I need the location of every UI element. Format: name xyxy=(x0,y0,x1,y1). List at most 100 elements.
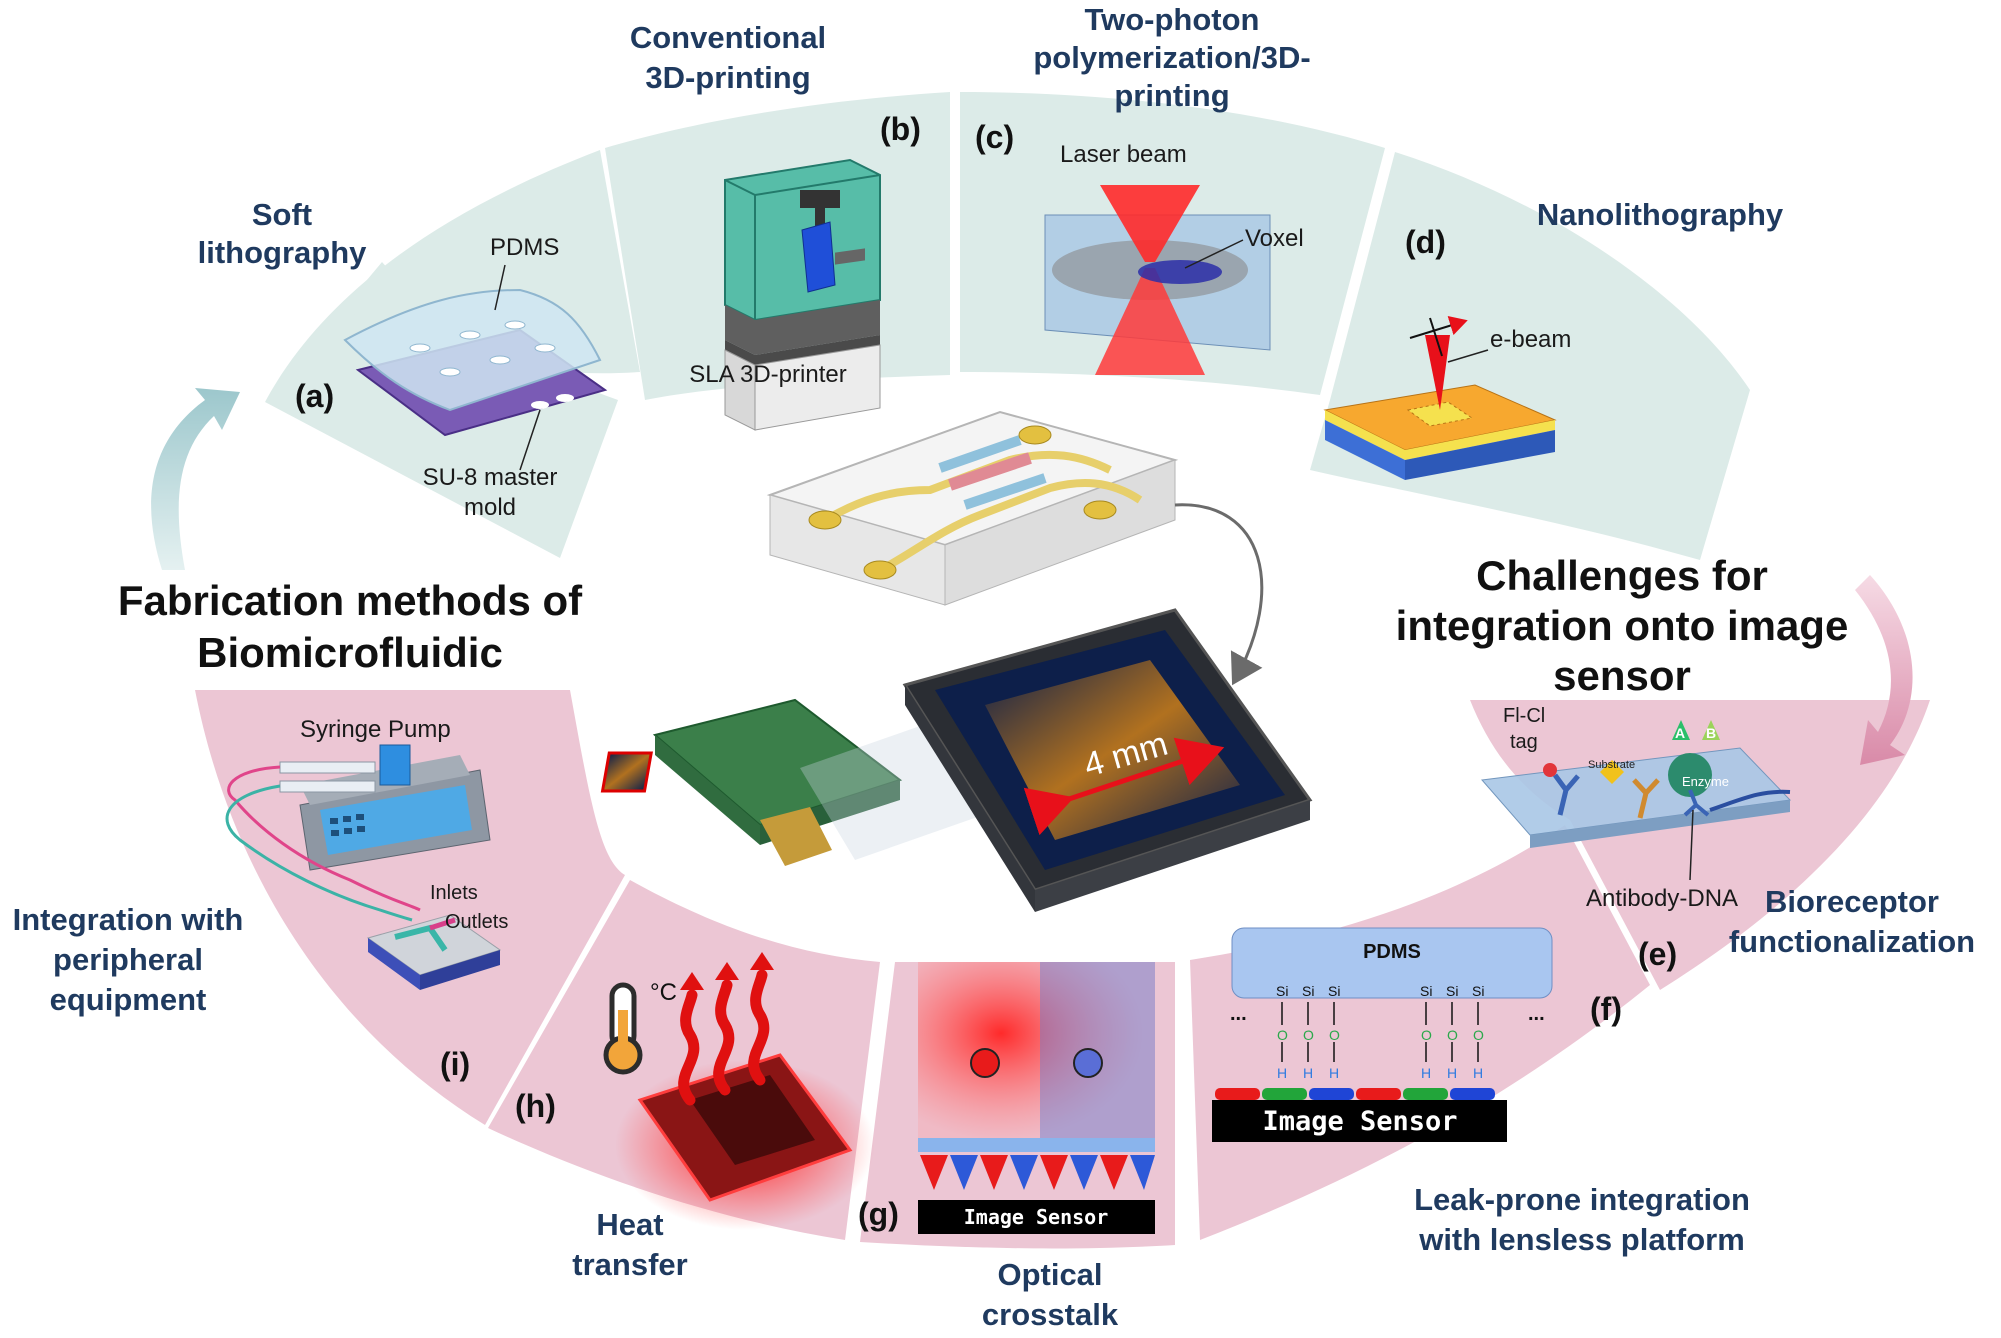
heat-wave-icons xyxy=(678,969,770,1106)
challenge-curve-arrow xyxy=(1855,575,1913,765)
title-line: printing xyxy=(1114,78,1229,113)
image-sensor-bar xyxy=(918,1200,1155,1234)
si-label: Si xyxy=(1328,983,1340,999)
title-line: Soft xyxy=(252,197,312,232)
challenges-title: sensor xyxy=(1553,652,1691,699)
panel-heat-transfer: Heat transfer (h) °C xyxy=(515,952,875,1282)
title-line: Heat xyxy=(596,1207,663,1242)
title-line: with lensless platform xyxy=(1418,1222,1745,1257)
band-segment-f xyxy=(1190,825,1650,1240)
title-line: equipment xyxy=(50,982,207,1017)
ebeam-label: e-beam xyxy=(1490,326,1571,353)
mold-label: SU-8 master xyxy=(423,464,558,491)
panel-letter-f: (f) xyxy=(1590,991,1622,1027)
o-label: O xyxy=(1303,1027,1314,1043)
title-line: Leak-prone integration xyxy=(1414,1182,1750,1217)
image-sensor-label: Image Sensor xyxy=(1262,1106,1457,1137)
sla-printer-illustration xyxy=(724,158,881,431)
panel-letter-h: (h) xyxy=(515,1088,556,1124)
o-label: O xyxy=(1447,1027,1458,1043)
panel-letter-b: (b) xyxy=(880,111,921,147)
o-label: O xyxy=(1329,1027,1340,1043)
si-label: Si xyxy=(1446,983,1458,999)
microfluidic-device xyxy=(366,914,502,990)
outlets-label: Outlets xyxy=(445,911,508,933)
dots: ... xyxy=(1528,1003,1545,1025)
si-label: Si xyxy=(1276,983,1288,999)
panel-bioreceptor: Bioreceptor functionalization (e) Fl-Cl … xyxy=(1481,705,1975,972)
siloxane-bonds: ... ... Si Si Si Si Si Si O O O O O O xyxy=(1230,983,1545,1081)
h-label: H xyxy=(1277,1065,1287,1081)
title-line: polymerization/3D- xyxy=(1033,40,1310,75)
micro-lens-row xyxy=(918,1138,1155,1190)
heated-chip xyxy=(637,1053,853,1202)
panel-peripheral-integration: Integration with peripheral equipment (i… xyxy=(13,716,509,1082)
b-label: B xyxy=(1706,725,1716,741)
fabrication-curve-arrow xyxy=(151,388,240,570)
substrate-label: Substrate xyxy=(1588,759,1635,771)
two-photon-illustration xyxy=(1044,185,1271,375)
si-label: Si xyxy=(1472,983,1484,999)
syringe-pump-illustration xyxy=(225,744,491,922)
dots: ... xyxy=(1230,1003,1247,1025)
image-sensor-bar xyxy=(1212,1100,1507,1142)
title-line: 3D-printing xyxy=(645,60,810,95)
pdms-label: PDMS xyxy=(1363,941,1421,963)
title-line: lithography xyxy=(198,235,368,270)
center-image-sensor: 4 mm xyxy=(902,608,1313,912)
tag-label: Fl-Cl xyxy=(1503,705,1545,727)
panel-letter-g: (g) xyxy=(858,1196,899,1232)
fabrication-title: Fabrication methods of xyxy=(118,577,583,624)
si-label: Si xyxy=(1302,983,1314,999)
title-line: transfer xyxy=(572,1247,687,1282)
sla-printer-label: SLA 3D-printer xyxy=(689,361,846,388)
panel-letter-d: (d) xyxy=(1405,224,1446,260)
si-label: Si xyxy=(1420,983,1432,999)
laser-beam-label: Laser beam xyxy=(1060,141,1187,168)
panel-two-photon: Two-photon polymerization/3D- printing (… xyxy=(975,2,1311,375)
panel-letter-e: (e) xyxy=(1638,936,1677,972)
panel-conventional-3d-printing: Conventional 3D-printing (b) SLA 3D-prin… xyxy=(630,20,921,431)
panel-letter-a: (a) xyxy=(295,378,334,414)
title-line: Bioreceptor xyxy=(1765,884,1939,919)
panel-optical-crosstalk: Optical crosstalk Image Sensor (g) xyxy=(858,962,1155,1332)
mold-label: mold xyxy=(464,494,516,521)
o-label: O xyxy=(1277,1027,1288,1043)
band-segment-i xyxy=(195,690,625,1125)
panel-soft-lithography: Soft lithography PDMS (a) SU-8 master mo… xyxy=(198,197,608,521)
antibody-dna-label: Antibody-DNA xyxy=(1586,885,1738,912)
title-line: crosstalk xyxy=(982,1297,1119,1332)
title-line: Nanolithography xyxy=(1537,197,1784,232)
h-label: H xyxy=(1303,1065,1313,1081)
tag-label: tag xyxy=(1510,731,1538,753)
title-line: Optical xyxy=(997,1257,1102,1292)
celsius-label: °C xyxy=(650,979,677,1006)
pixel-filters xyxy=(1215,1088,1495,1100)
syringe-pump-label: Syringe Pump xyxy=(300,716,451,743)
title-line: functionalization xyxy=(1729,924,1975,959)
fabrication-title: Biomicrofluidic xyxy=(197,629,503,676)
o-label: O xyxy=(1421,1027,1432,1043)
challenges-title: integration onto image xyxy=(1396,602,1849,649)
panel-letter-i: (i) xyxy=(440,1046,470,1082)
voxel-label: Voxel xyxy=(1245,225,1304,252)
title-line: Conventional xyxy=(630,20,826,55)
image-sensor-label: Image Sensor xyxy=(964,1205,1109,1229)
h-label: H xyxy=(1473,1065,1483,1081)
a-label: A xyxy=(1675,725,1685,741)
h-label: H xyxy=(1421,1065,1431,1081)
pdms-label: PDMS xyxy=(490,234,559,261)
o-label: O xyxy=(1473,1027,1484,1043)
title-line: Two-photon xyxy=(1084,2,1259,37)
challenges-title: Challenges for xyxy=(1476,552,1768,599)
pdms-block xyxy=(1231,927,1553,999)
crosstalk-field xyxy=(918,962,1155,1140)
enzyme-label: Enzyme xyxy=(1682,774,1729,789)
title-line: Integration with xyxy=(13,902,244,937)
inlets-label: Inlets xyxy=(430,882,478,904)
panel-letter-c: (c) xyxy=(975,119,1014,155)
thermometer-icon xyxy=(603,982,643,1075)
panel-nanolithography: Nanolithography (d) e-beam xyxy=(1323,197,1784,480)
